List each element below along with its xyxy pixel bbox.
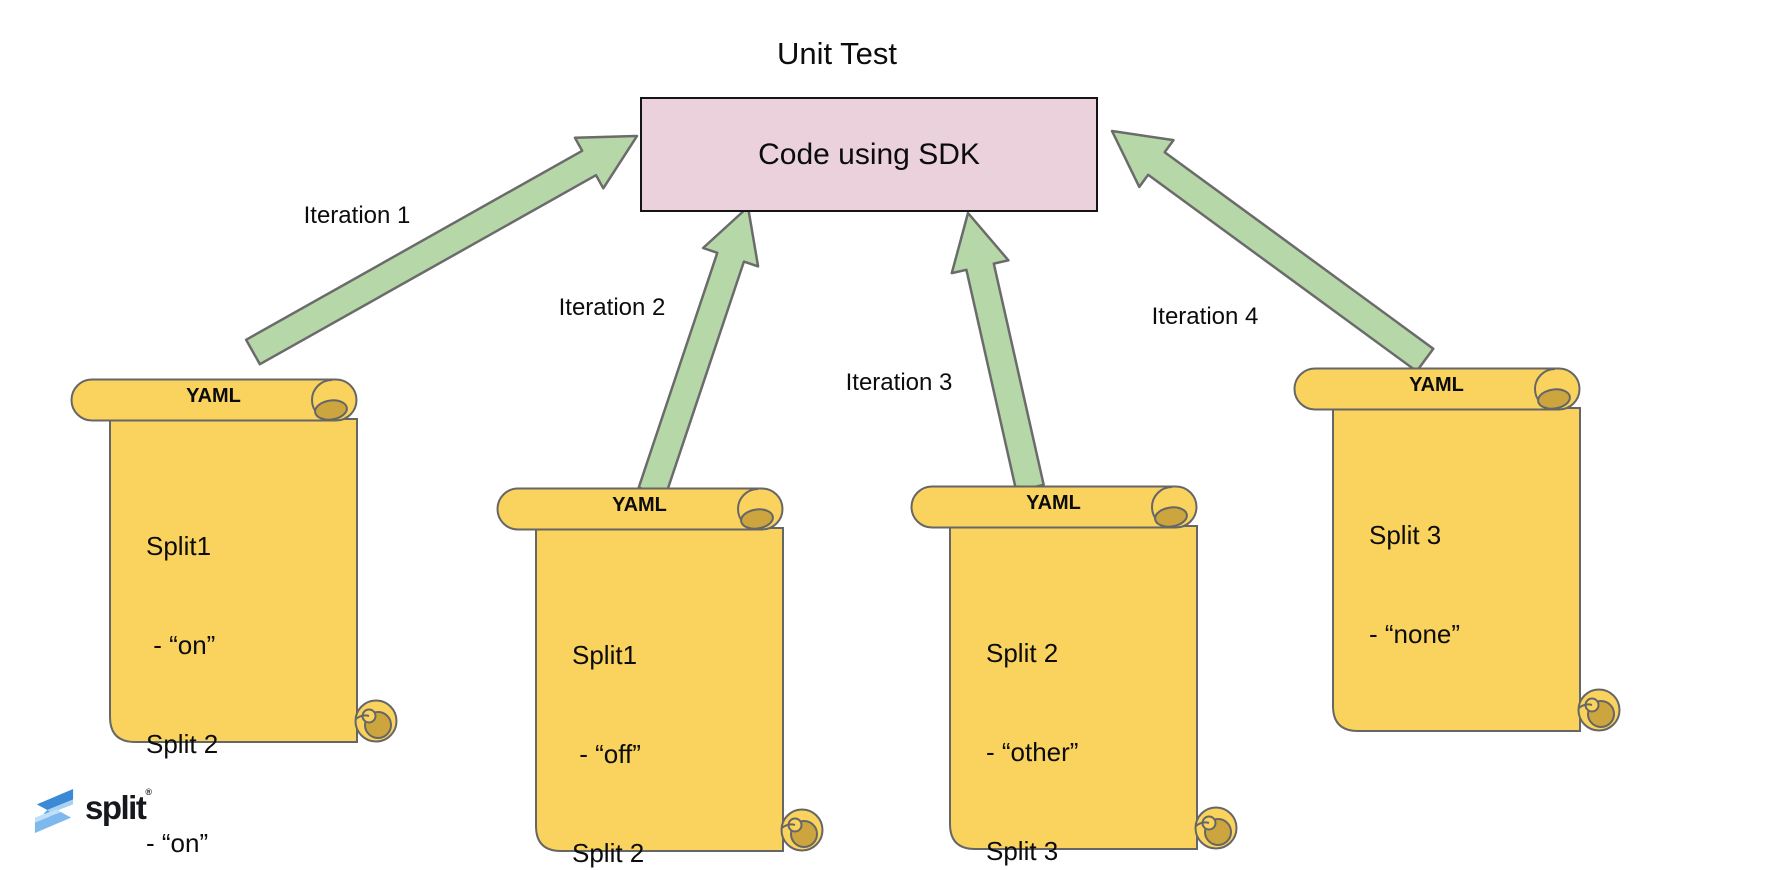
yaml-scroll-2: YAML Split1 - “off” Split 2 - “off” Spli… <box>496 487 828 868</box>
scroll-header-label: YAML <box>1409 374 1464 396</box>
code-using-sdk-label: Code using SDK <box>758 137 980 171</box>
scroll-body-text: Split1 - “on” Split 2 - “on” Split 3 - “… <box>146 464 228 870</box>
scroll-body-text: Split 2 - “other” Split 3 - “low” <box>986 571 1078 870</box>
scroll-header-label: YAML <box>1026 492 1081 514</box>
split-wordmark: split® <box>85 787 152 827</box>
scroll-line: - “off” <box>572 739 641 769</box>
scroll-line: - “on” <box>146 828 209 858</box>
trademark-symbol: ® <box>145 787 152 797</box>
page-title: Unit Test <box>776 36 898 71</box>
arrow-iteration-2 <box>637 205 760 498</box>
scroll-header-label: YAML <box>186 385 241 407</box>
scroll-shape <box>70 378 402 746</box>
iteration-2-label: Iteration 2 <box>558 294 666 321</box>
split-wordmark-text: split <box>85 789 147 826</box>
scroll-line: - “on” <box>146 630 216 660</box>
scroll-header-label: YAML <box>612 494 667 516</box>
split-logo-icon <box>34 789 74 833</box>
code-using-sdk-box: Code using SDK <box>640 97 1098 212</box>
arrow-iteration-4 <box>1110 129 1435 373</box>
yaml-scroll-3: YAML Split 2 - “other” Split 3 - “low” <box>910 485 1242 866</box>
scroll-line: Split 3 <box>1369 520 1442 550</box>
arrow-iteration-3 <box>950 211 1045 493</box>
iteration-3-label: Iteration 3 <box>845 369 953 396</box>
scroll-body-text: Split1 - “off” Split 2 - “off” Split 3 -… <box>572 573 698 870</box>
scroll-line: Split 2 <box>572 838 645 868</box>
iteration-4-label: Iteration 4 <box>1151 303 1259 330</box>
scroll-line: Split 2 <box>986 638 1059 668</box>
yaml-scroll-1: YAML Split1 - “on” Split 2 - “on” Split … <box>70 378 402 858</box>
iteration-1-label: Iteration 1 <box>303 202 411 229</box>
scroll-line: - “none” <box>1369 619 1461 649</box>
arrow-iteration-1 <box>244 134 639 366</box>
scroll-line: Split1 <box>572 640 638 670</box>
scroll-line: Split 3 <box>986 836 1059 866</box>
scroll-body-text: Split 3 - “none” <box>1369 453 1460 717</box>
scroll-line: Split 2 <box>146 729 219 759</box>
split-logo: split® <box>33 787 152 835</box>
scroll-line: - “other” <box>986 737 1079 767</box>
scroll-line: Split1 <box>146 531 212 561</box>
yaml-scroll-4: YAML Split 3 - “none” <box>1293 367 1625 735</box>
